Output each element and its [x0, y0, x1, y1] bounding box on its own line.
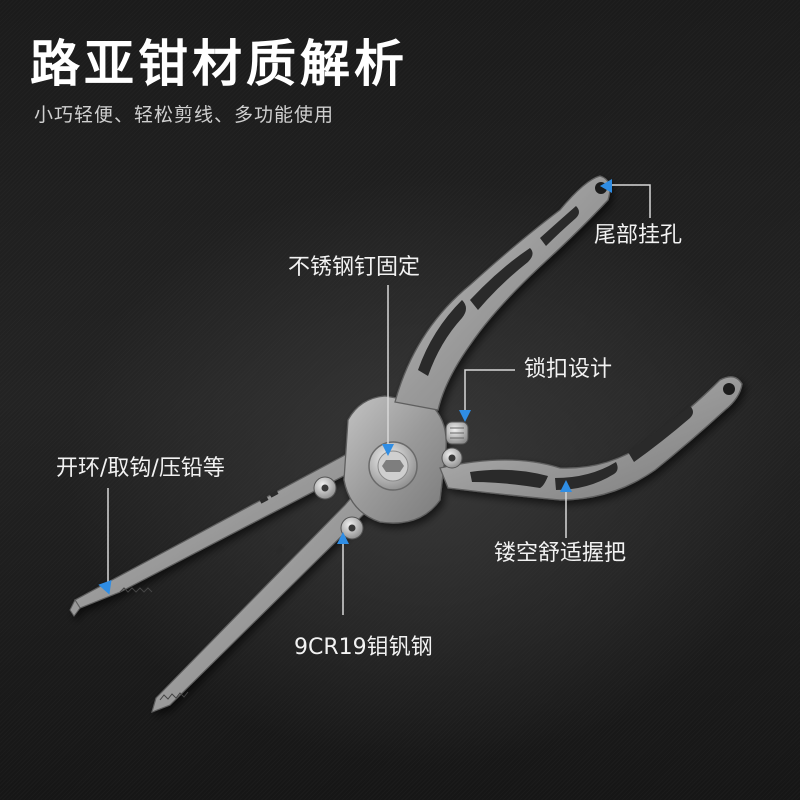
arrow-grip: [560, 480, 572, 492]
handle-end-hole: [723, 383, 735, 395]
leader-tail-hole: [607, 184, 651, 218]
jaw-teeth: [119, 587, 189, 701]
callout-stainless-pin: 不锈钢钉固定: [288, 255, 421, 280]
callout-split-ring: 开环/取钩/压铅等: [56, 456, 225, 481]
arrow-tail-hole: [600, 179, 612, 193]
lock-screw: [441, 447, 463, 469]
lower-handle: [439, 376, 743, 501]
leader-lock: [464, 369, 515, 412]
wire-cutter-notches: [259, 490, 285, 555]
callout-hollow-grip: 镂空舒适握把: [494, 541, 627, 566]
lock-slider: [445, 421, 469, 445]
page-subtitle: 小巧轻便、轻松剪线、多功能使用: [34, 104, 335, 126]
stainless-steel-pin: [368, 441, 418, 491]
arrow-split-ring: [98, 579, 112, 595]
arrow-lock: [459, 410, 471, 422]
arrow-pin: [382, 444, 394, 456]
callout-tail-hole: 尾部挂孔: [594, 223, 683, 248]
arrow-heads: [98, 179, 612, 595]
small-screw-lower: [340, 516, 364, 540]
split-ring-hook: [69, 598, 81, 617]
page-title: 路亚钳材质解析: [30, 35, 408, 93]
arrow-steel: [337, 532, 349, 544]
callout-lock-design: 锁扣设计: [524, 357, 613, 382]
leader-lines: [107, 184, 651, 615]
small-screw-upper: [313, 476, 337, 500]
callout-steel-material: 9CR19钼钒钢: [294, 635, 433, 660]
